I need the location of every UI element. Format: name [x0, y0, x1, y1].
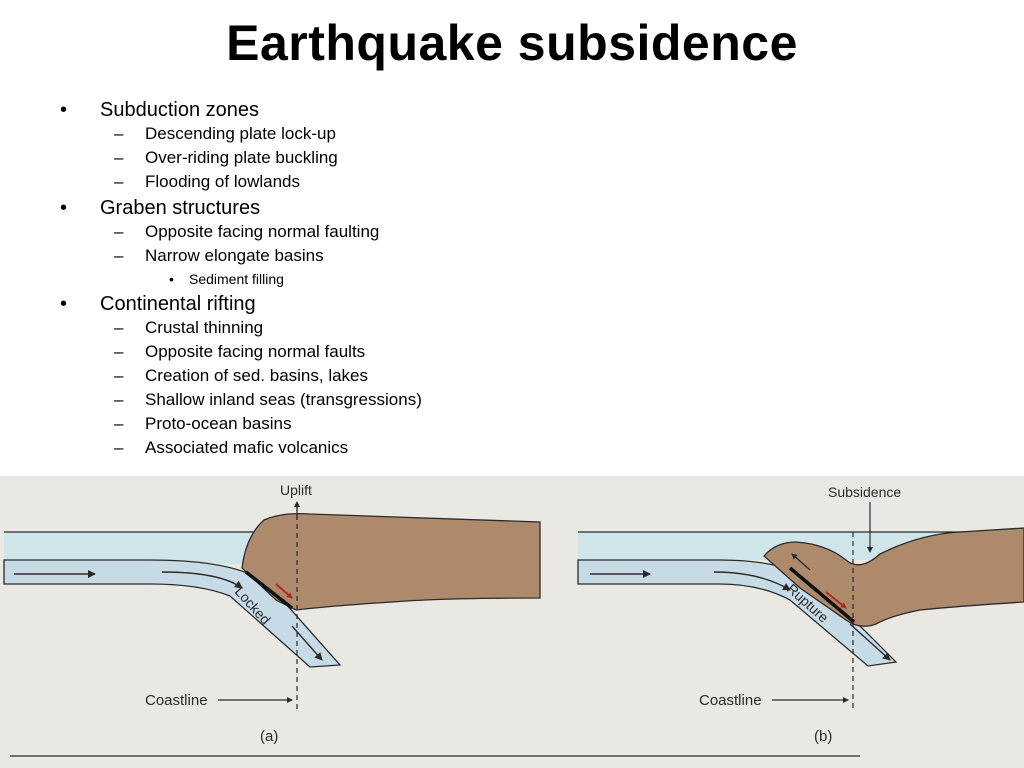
sub-bullet: – Crustal thinning — [60, 316, 820, 340]
sub-bullet: – Flooding of lowlands — [60, 170, 820, 194]
sub-bullet-text: Descending plate lock-up — [145, 124, 336, 143]
slide-title: Earthquake subsidence — [226, 15, 798, 71]
descending-plate — [3, 559, 342, 668]
panel-a: Uplift Locked Coastline (a) — [3, 482, 541, 745]
sub-bullet: – Descending plate lock-up — [60, 122, 820, 146]
bullet-marker: • — [60, 293, 68, 315]
dash-marker: – — [114, 148, 124, 167]
coastline-label: Coastline — [145, 692, 208, 709]
rupture-slip-arrow — [791, 553, 811, 571]
subduction-figure: Uplift Locked Coastline (a) — [0, 476, 1024, 768]
dash-marker: – — [114, 438, 124, 457]
bullet-text: Continental rifting — [100, 293, 256, 315]
dash-marker: – — [114, 124, 124, 143]
rupture-contact — [788, 566, 856, 624]
sub-bullet-text: Opposite facing normal faulting — [145, 222, 380, 241]
sub-bullet: – Opposite facing normal faulting — [60, 220, 820, 244]
dash-marker: – — [114, 222, 124, 241]
subduction-diagram: Uplift Locked Coastline (a) — [0, 476, 1024, 768]
sub-bullet: – Opposite facing normal faults — [60, 340, 820, 364]
bullet-marker: • — [60, 197, 68, 219]
bullet-text: Subduction zones — [100, 99, 260, 121]
dash-marker: – — [114, 318, 124, 337]
dash-marker: – — [114, 342, 124, 361]
dash-marker: – — [114, 414, 124, 433]
sub-sub-bullet: • Sediment filling — [60, 268, 820, 290]
sub-bullet-text: Associated mafic volcanics — [145, 438, 349, 457]
sub-bullet-text: Narrow elongate basins — [145, 246, 324, 265]
rupture-slip-arrow — [825, 591, 847, 609]
panel-b-label: (b) — [814, 728, 832, 745]
overriding-plate — [241, 512, 541, 611]
locked-contact — [244, 570, 294, 610]
bullet-text: Graben structures — [100, 197, 261, 219]
bullet-continental-rifting: • Continental rifting — [60, 292, 820, 316]
dash-marker: – — [114, 246, 124, 265]
dash-marker: – — [114, 366, 124, 385]
sub-bullet-text: Crustal thinning — [145, 318, 264, 337]
sub-bullet: – Proto-ocean basins — [60, 412, 820, 436]
plate-motion-arrow — [161, 571, 243, 589]
sub-sub-bullet-text: Sediment filling — [189, 271, 284, 287]
sub-bullet-text: Opposite facing normal faults — [145, 342, 366, 361]
plate-motion-arrow — [713, 571, 791, 591]
bullet-graben-structures: • Graben structures — [60, 196, 820, 220]
subsidence-label: Subsidence — [828, 484, 901, 500]
bullet-marker: • — [169, 271, 174, 287]
bullet-marker: • — [60, 99, 68, 121]
uplift-label: Uplift — [280, 482, 312, 498]
dash-marker: – — [114, 172, 124, 191]
sub-bullet-text: Over-riding plate buckling — [145, 148, 338, 167]
red-arrow — [275, 583, 293, 599]
panel-b: Subsidence Rupture Coastline (b) — [577, 484, 1024, 745]
sub-bullet-text: Creation of sed. basins, lakes — [145, 366, 369, 385]
bullet-subduction-zones: • Subduction zones — [60, 98, 820, 122]
sub-bullet: – Creation of sed. basins, lakes — [60, 364, 820, 388]
bullet-list: • Subduction zones – Descending plate lo… — [60, 96, 820, 460]
panel-a-label: (a) — [260, 728, 278, 745]
sub-bullet: – Over-riding plate buckling — [60, 146, 820, 170]
sub-bullet-text: Shallow inland seas (transgressions) — [145, 390, 422, 409]
plate-motion-arrow — [291, 625, 323, 661]
sub-bullet-text: Proto-ocean basins — [145, 414, 292, 433]
sub-bullet: – Narrow elongate basins — [60, 244, 820, 268]
sub-bullet: – Associated mafic volcanics — [60, 436, 820, 460]
sub-bullet: – Shallow inland seas (transgressions) — [60, 388, 820, 412]
dash-marker: – — [114, 390, 124, 409]
plate-motion-arrow — [849, 623, 891, 661]
coastline-label: Coastline — [699, 692, 762, 709]
sub-bullet-text: Flooding of lowlands — [145, 172, 300, 191]
